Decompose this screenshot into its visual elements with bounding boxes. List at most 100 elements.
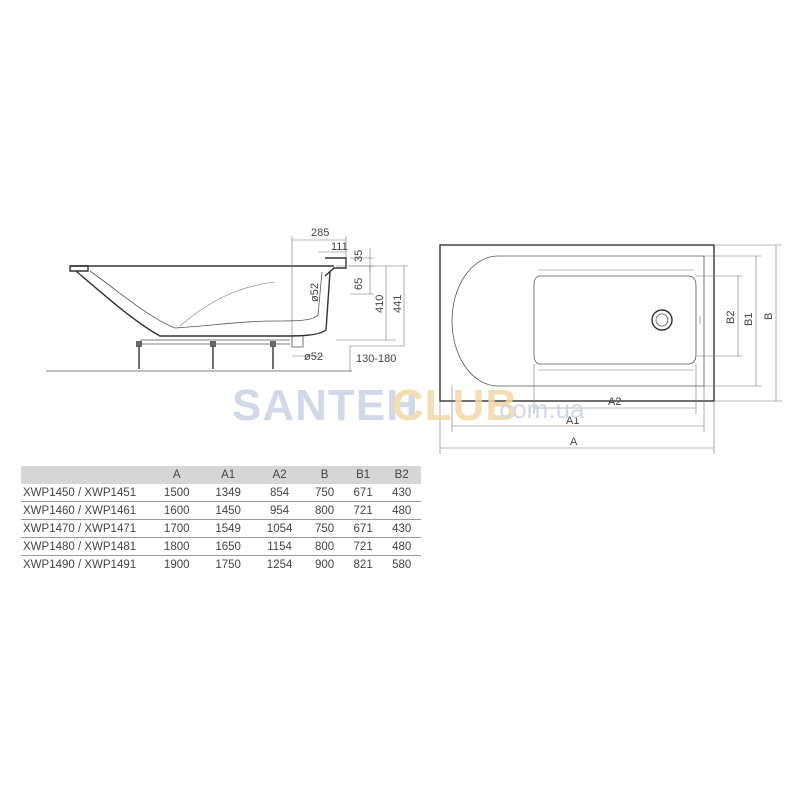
dimension-B: B [714, 244, 782, 402]
model-cell: XWP1480 / XWP1481 [21, 537, 151, 556]
dimension-130-180: 130-180 [349, 345, 404, 371]
watermark: SANTEH CLUB .com.ua [232, 381, 585, 430]
header-cell-b1: B1 [343, 466, 383, 484]
value-cell: 480 [382, 537, 421, 556]
drain-ring [651, 309, 673, 331]
dimension-441: 441 [336, 265, 408, 346]
support-legs [136, 341, 276, 369]
dim-B1-label: B1 [743, 313, 755, 326]
watermark-santeh: SANTEH [232, 381, 419, 430]
model-cell: XWP1490 / XWP1491 [23, 558, 137, 571]
header-cell-a1: A1 [202, 466, 254, 484]
dimension-B2: B2 [696, 275, 742, 357]
value-cell: 721 [343, 501, 383, 520]
dim-410-label: 410 [374, 295, 386, 313]
dim-d52-top-label: ø52 [309, 283, 321, 302]
value-cell: 821 [353, 558, 373, 571]
value-cell: 854 [253, 484, 306, 502]
value-cell: 1600 [151, 501, 203, 520]
dim-130-180-label: 130-180 [356, 353, 396, 365]
dimension-diameter-52-top: ø52 [309, 283, 321, 302]
value-cell: 1900 [163, 558, 190, 571]
left-rim-lip [69, 265, 89, 272]
dim-35-label: 35 [353, 250, 365, 262]
value-cell: 1500 [151, 484, 203, 502]
value-cell: 480 [382, 501, 421, 520]
tub-inner-curve [179, 281, 276, 327]
value-cell: 1450 [202, 501, 254, 520]
value-cell: 1054 [253, 519, 306, 538]
value-cell: 721 [343, 537, 383, 556]
drain-outlet [291, 336, 304, 348]
tub-floor [533, 275, 697, 365]
drain-hole [655, 313, 669, 327]
dim-111-label: 111 [331, 241, 348, 253]
dimension-B1: B1 [704, 255, 762, 387]
dim-441-label: 441 [392, 295, 404, 313]
header-cell-model [21, 466, 151, 484]
value-cell: 671 [343, 484, 383, 502]
dimension-410: 410 [336, 266, 396, 341]
model-cell: XWP1450 / XWP1451 [21, 484, 151, 502]
value-cell: 671 [343, 519, 383, 538]
value-cell: 580 [392, 558, 412, 571]
value-cell: 750 [305, 484, 344, 502]
tub-outer-shell [75, 270, 331, 337]
value-cell: 1650 [202, 537, 254, 556]
header-cell-a2: A2 [253, 466, 306, 484]
tub-basin [451, 255, 705, 387]
value-cell: 800 [305, 501, 344, 520]
leg-bracket [270, 341, 276, 347]
tub-outline [439, 244, 715, 402]
header-cell-a: A [151, 466, 203, 484]
value-cell: 954 [253, 501, 306, 520]
header-cell-b: B [305, 466, 344, 484]
table-row: XWP1490 / XWP1491 1900 1750 1254 900 821 580 [21, 556, 421, 574]
side-view: 285 111 35 65 410 44 [46, 227, 408, 372]
dimension-35: 35 [350, 248, 374, 272]
value-cell: 1800 [151, 537, 203, 556]
value-cell: 1750 [215, 558, 241, 571]
tub-inner-shell [89, 270, 323, 329]
model-cell: XWP1470 / XWP1471 [21, 519, 151, 538]
value-cell: 800 [305, 537, 344, 556]
dimension-A2: A2 [533, 364, 697, 414]
value-cell: 430 [382, 519, 421, 538]
dim-A2-label: A2 [608, 396, 621, 408]
leg-bracket [136, 341, 142, 347]
value-cell: 1349 [202, 484, 254, 502]
dim-B-label: B [763, 313, 775, 320]
value-cell: 430 [382, 484, 421, 502]
leg-bracket [210, 341, 216, 347]
model-cell: XWP1460 / XWP1461 [21, 501, 151, 520]
value-cell: 1549 [202, 519, 254, 538]
dimension-65: 65 [350, 266, 374, 295]
dim-A1-label: A1 [566, 415, 579, 427]
dim-A-label: A [570, 436, 578, 448]
dimension-A: A [439, 401, 715, 454]
right-rim-block [324, 257, 347, 277]
dimension-A1: A1 [451, 386, 705, 432]
dimension-111: 111 [318, 241, 348, 253]
top-view: B2 B1 B A2 A1 [439, 244, 782, 454]
value-cell: 1254 [266, 558, 293, 571]
value-cell: 750 [305, 519, 344, 538]
dim-65-label: 65 [353, 278, 365, 290]
dim-d52-bottom-label: ø52 [304, 351, 323, 363]
watermark-domain: .com.ua [492, 394, 585, 424]
dim-B2-label: B2 [725, 311, 737, 324]
dim-285-label: 285 [311, 227, 329, 239]
header-cell-b2: B2 [382, 466, 421, 484]
watermark-club: CLUB [392, 381, 518, 430]
dimension-285: 285 [291, 227, 347, 336]
value-cell: 900 [314, 558, 335, 571]
